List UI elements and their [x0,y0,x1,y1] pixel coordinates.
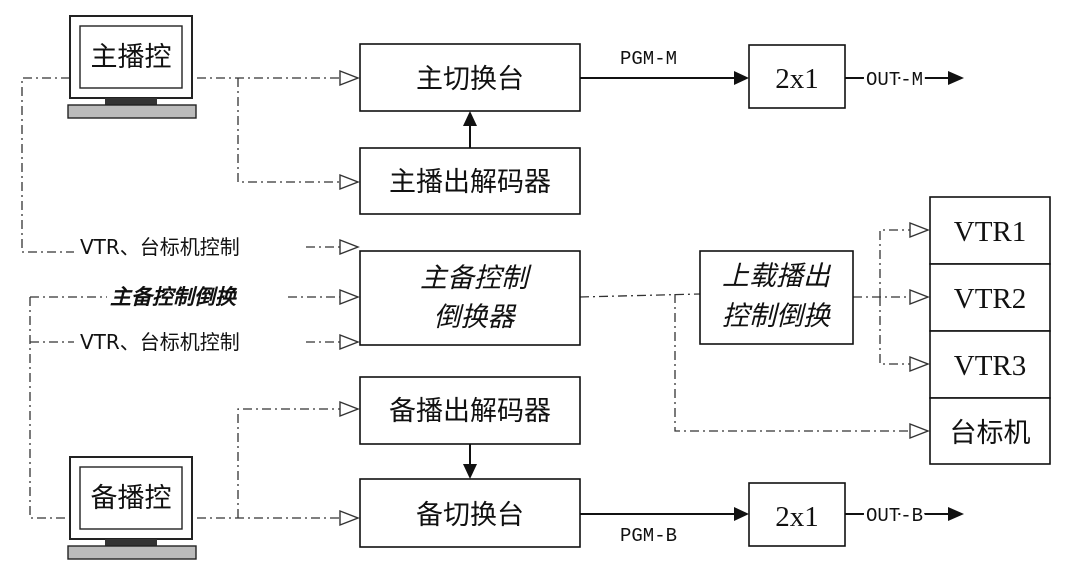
upload-control-line2: 控制倒换 [722,301,831,332]
main-decoder: 主播出解码器 [359,147,581,215]
main-console: 主播控 [67,15,197,119]
backup-splitter: 2x1 [748,482,846,547]
backup-switcher-label: 备切换台 [416,500,524,531]
backup-console-label: 备播控 [91,483,172,514]
device-vtr1: VTR1 [954,216,1027,248]
main-switcher-label: 主切换台 [416,64,524,95]
device-vtr2: VTR2 [954,283,1027,315]
out-backup-label: OUT-B [866,505,923,527]
upload-control-line1: 上载播出 [722,261,832,292]
signal-lines [463,71,964,521]
main-console-label: 主播控 [91,42,172,73]
backup-decoder: 备播出解码器 [359,376,581,445]
device-stack: VTR1 VTR2 VTR3 台标机 [929,196,1051,465]
monitor-icon [67,456,197,560]
backup-decoder-label: 备播出解码器 [389,396,551,427]
hollow-arrowheads [339,69,930,527]
pgm-backup-label: PGM-B [620,525,677,547]
monitor-icon [67,15,197,119]
control-switcher: 主备控制 倒换器 [359,250,581,346]
main-splitter: 2x1 [748,44,846,109]
control-switcher-line2: 倒换器 [434,302,517,333]
device-vtr3: VTR3 [954,350,1027,382]
control-lines [21,77,910,519]
backup-switcher: 备切换台 [359,478,581,548]
out-main-label: OUT-M [866,69,923,91]
backup-control-label: 主备控制倒换 [110,285,238,309]
main-decoder-label: 主播出解码器 [389,167,551,198]
backup-console: 备播控 [67,456,197,560]
main-switcher: 主切换台 [359,43,581,112]
control-switcher-line1: 主备控制 [420,263,532,294]
main-splitter-label: 2x1 [775,63,819,95]
vtr-control-label-1: VTR、台标机控制 [80,235,240,259]
line-labels: PGM-M OUT-M PGM-B OUT-B VTR、台标机控制 主备控制倒换… [80,48,926,547]
backup-splitter-label: 2x1 [775,501,819,533]
vtr-control-label-2: VTR、台标机控制 [80,330,240,354]
upload-control-switch: 上载播出 控制倒换 [699,250,854,345]
pgm-main-label: PGM-M [620,48,677,70]
device-logo-machine: 台标机 [950,418,1031,449]
